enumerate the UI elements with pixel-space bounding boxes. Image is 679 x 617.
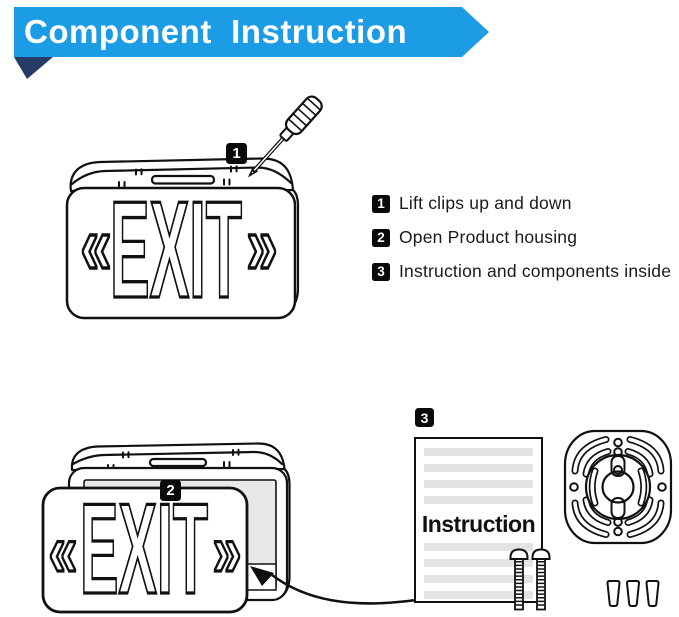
figure2-number-badge: 2 — [160, 480, 181, 501]
mounting-screws — [509, 548, 551, 611]
paper-title: Instruction — [421, 511, 536, 537]
figure-opened-exit-sign: EXIT « » — [41, 442, 291, 617]
right-chevron-icon: » — [245, 197, 279, 294]
steps-list: 1 Lift clips up and down 2 Open Product … — [372, 193, 671, 295]
svg-text:«: « — [80, 199, 111, 293]
step2-label: Open Product housing — [399, 227, 578, 247]
wire-nut-icon — [645, 580, 660, 607]
paper-text-line — [424, 543, 533, 551]
sign-top-slot — [150, 174, 216, 185]
exit-sign-closed: EXIT « » — [65, 157, 300, 329]
plate-screw-holes — [569, 437, 667, 537]
step-row-3: 3 Instruction and components inside — [372, 261, 671, 282]
step3-number-badge: 3 — [372, 262, 390, 281]
paper-text-line — [424, 448, 533, 456]
housing-top-seam — [71, 450, 284, 466]
step1-number-badge: 1 — [372, 194, 390, 213]
svg-text:«: « — [49, 507, 78, 592]
wire-nut-icon — [606, 580, 621, 607]
instruction-paper: Instruction — [414, 437, 543, 603]
plate-center-hole — [601, 470, 635, 504]
exit-word: EXIT — [79, 475, 210, 617]
paper-text-line — [424, 496, 533, 504]
figure-closed-exit-sign: EXIT « » — [65, 95, 323, 329]
step-row-1: 1 Lift clips up and down — [372, 193, 671, 214]
sign-front-face — [65, 186, 297, 320]
page-title: Component Instruction — [24, 13, 408, 50]
screw-icon — [531, 548, 551, 611]
plate-outline — [563, 429, 673, 545]
wire-nuts — [606, 580, 660, 607]
panel-face — [41, 486, 249, 614]
plate-arc-slots — [575, 440, 661, 535]
right-chevron-icon: » — [211, 506, 243, 594]
step1-label: Lift clips up and down — [399, 193, 572, 213]
step3-label: Instruction and components inside — [399, 261, 672, 281]
step-row-2: 2 Open Product housing — [372, 227, 671, 248]
paper-text-line — [424, 464, 533, 472]
paper-text-line — [424, 575, 533, 583]
banner-ribbon-shape — [14, 7, 489, 57]
left-chevron-icon: « — [47, 506, 79, 594]
clip-marks — [118, 165, 238, 188]
callout-arrowhead-icon — [250, 566, 274, 586]
exit-front-panel: EXIT « » — [41, 475, 249, 617]
paper-text-line — [424, 559, 533, 567]
svg-text:EXIT: EXIT — [80, 477, 208, 617]
sign-top-seam — [70, 166, 293, 186]
screw-icon — [509, 548, 529, 611]
left-chevron-icon: « — [79, 197, 113, 294]
step2-number-badge: 2 — [372, 228, 390, 247]
mounting-plate-icon — [563, 429, 673, 545]
figure3-number-badge: 3 — [415, 408, 434, 427]
exit-word: EXIT — [109, 172, 244, 328]
housing-top-face — [70, 442, 286, 472]
svg-text:»: » — [246, 199, 277, 293]
svg-text:EXIT: EXIT — [110, 174, 242, 328]
housing-top-slot — [148, 457, 208, 468]
banner-ribbon — [14, 7, 489, 79]
screwdriver-icon — [247, 95, 323, 178]
paper-text-line — [424, 480, 533, 488]
wire-nut-icon — [625, 580, 641, 607]
banner-fold-triangle — [14, 57, 53, 79]
paper-text-line — [424, 591, 533, 599]
figure1-number-badge: 1 — [226, 143, 247, 164]
svg-text:»: » — [213, 507, 242, 592]
